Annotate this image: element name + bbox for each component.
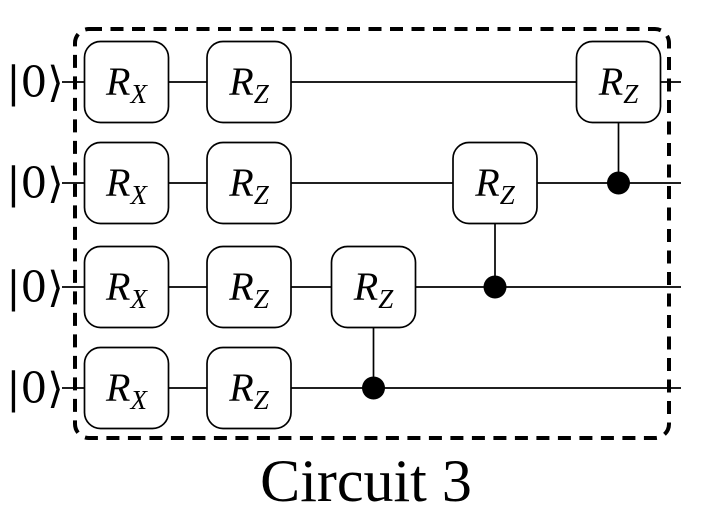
- crz-gate-q3-label: RZ: [353, 264, 394, 314]
- rx-gate-q3-label: RX: [105, 264, 148, 314]
- qubit-ket-label-4: |0⟩: [6, 364, 63, 413]
- rz-gate-q1-label: RZ: [228, 59, 269, 109]
- rz-gate-q4-label: RZ: [228, 365, 269, 415]
- rx-gate-q4-box: [83, 346, 170, 430]
- rz-gate-q3-label: RZ: [228, 264, 269, 314]
- qubit-ket-label-2: |0⟩: [6, 159, 63, 208]
- crz-gate-q3-box: [330, 245, 417, 329]
- rx-gate-q1-label: RX: [105, 59, 148, 109]
- crz-gate-q1-box: [575, 40, 662, 124]
- qubit-ket-label-3: |0⟩: [6, 263, 63, 312]
- control-dot-3: [607, 171, 630, 195]
- rx-gate-q4-label: RX: [105, 365, 148, 415]
- qubit-ket-label-1: |0⟩: [6, 58, 63, 107]
- control-dot-2: [483, 275, 507, 299]
- rx-gate-q1-box: [83, 40, 170, 124]
- crz-gate-q2-box: [452, 141, 538, 225]
- rx-gate-q2-label: RX: [105, 160, 148, 210]
- crz-gate-q1-label: RZ: [598, 59, 639, 109]
- rz-gate-q4-box: [206, 346, 292, 430]
- rz-gate-q2-label: RZ: [228, 160, 269, 210]
- figure-caption: Circuit 3: [260, 448, 472, 514]
- rx-gate-q3-box: [83, 245, 170, 329]
- rz-gate-q1-box: [206, 40, 292, 124]
- crz-gate-q2-label: RZ: [474, 160, 515, 210]
- circuit-diagram: |0⟩ |0⟩ |0⟩ |0⟩ RX RZ RZ RX RZ RZ RX RZ RZ RX RZ: [6, 27, 681, 440]
- control-dot-1: [362, 376, 385, 400]
- rz-gate-q2-box: [206, 141, 292, 225]
- rz-gate-q3-box: [206, 245, 292, 329]
- rx-gate-q2-box: [83, 141, 170, 225]
- dashed-boundary-box: [73, 27, 671, 440]
